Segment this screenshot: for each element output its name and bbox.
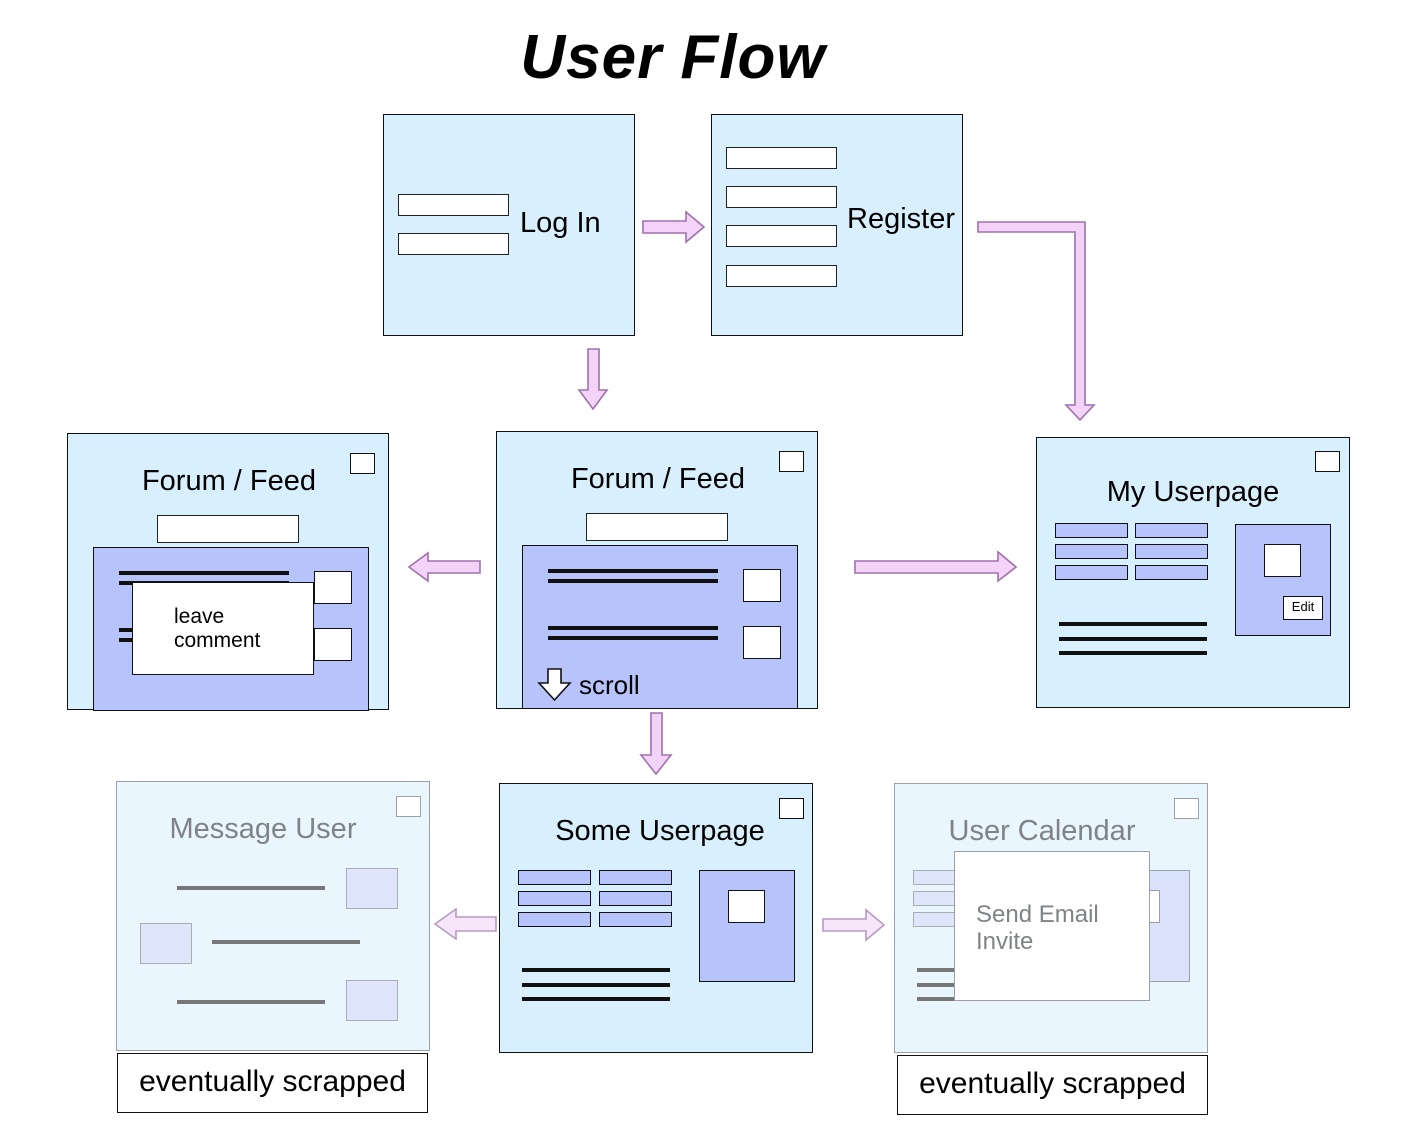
window-corner-box [1174,798,1199,819]
forum-comment-screen: Forum / Feed leave comment [67,433,389,711]
info-chip [599,870,672,885]
avatar-box [346,980,398,1021]
info-chip [1055,544,1128,559]
bio-line [1059,651,1207,655]
user-calendar-title: User Calendar [948,815,1136,847]
arrow-login-to-forum [577,348,609,411]
arrow-to-message-user [433,907,497,941]
forum-main-title: Forum / Feed [570,463,746,495]
info-chip [1135,523,1208,538]
window-corner-box [1315,451,1340,472]
post-line [548,636,718,640]
profile-picture [1264,544,1301,577]
some-userpage-screen: Some Userpage [499,783,813,1053]
avatar-box [346,868,398,909]
info-chip [599,912,672,927]
register-field-4 [726,265,837,287]
bio-line [1059,622,1207,626]
profile-card [699,870,795,982]
scrapped-note-user-calendar: eventually scrapped [897,1055,1208,1115]
arrow-forum-to-some-userpage [639,712,673,776]
profile-card: Edit [1235,524,1331,636]
message-line [177,1000,325,1004]
post-thumbnail [314,571,352,604]
diagram-title: User Flow [520,23,826,92]
bio-line [1059,637,1207,641]
info-chip [518,891,591,906]
some-userpage-title: Some Userpage [555,815,765,847]
window-corner-box [350,453,375,474]
bio-line [522,983,670,987]
info-chip [1135,565,1208,580]
arrow-to-user-calendar [822,908,886,942]
search-field [586,513,728,541]
message-user-title: Message User [169,813,357,845]
user-calendar-screen: User Calendar Send Email Invite [894,783,1208,1053]
message-user-screen: Message User [116,781,430,1051]
login-label: Log In [520,207,601,239]
my-userpage-title: My Userpage [1106,476,1280,508]
post-thumbnail [743,626,781,659]
register-label: Register [847,203,955,235]
forum-main-screen: Forum / Feed scroll [496,431,818,709]
post-line [548,579,718,583]
register-field-1 [726,147,837,169]
feed-panel: scroll [522,545,798,709]
post-thumbnail [314,628,352,661]
my-userpage-screen: My Userpage Edit [1036,437,1350,708]
post-line [548,569,718,573]
window-corner-box [779,798,804,819]
window-corner-box [779,451,804,472]
info-chip [599,891,672,906]
info-chip [518,912,591,927]
scroll-down-arrow-icon [537,668,572,702]
login-screen: Log In [383,114,635,336]
search-field [157,515,299,543]
post-thumbnail [743,569,781,602]
bio-line [522,968,670,972]
info-chip [518,870,591,885]
arrow-register-to-my-userpage [977,221,1096,422]
password-field [398,233,509,255]
edit-button: Edit [1283,596,1323,620]
post-line [119,571,289,575]
post-line [548,626,718,630]
arrow-forum-to-comment [407,551,481,583]
scrapped-note-message-user: eventually scrapped [117,1053,428,1113]
leave-comment-popup: leave comment [132,582,314,675]
send-email-invite-popup: Send Email Invite [954,851,1150,1001]
message-line [212,940,360,944]
profile-picture [728,890,765,923]
arrow-forum-to-my-userpage [854,550,1018,583]
username-field [398,194,509,216]
register-screen: Register [711,114,963,336]
message-line [177,886,325,890]
window-corner-box [396,796,421,817]
bio-line [522,997,670,1001]
info-chip [1055,523,1128,538]
register-field-2 [726,186,837,208]
register-field-3 [726,225,837,247]
info-chip [1135,544,1208,559]
scroll-label: scroll [579,670,640,700]
avatar-box [140,923,192,964]
forum-comment-title: Forum / Feed [141,465,317,497]
arrow-login-to-register [642,210,706,244]
info-chip [1055,565,1128,580]
